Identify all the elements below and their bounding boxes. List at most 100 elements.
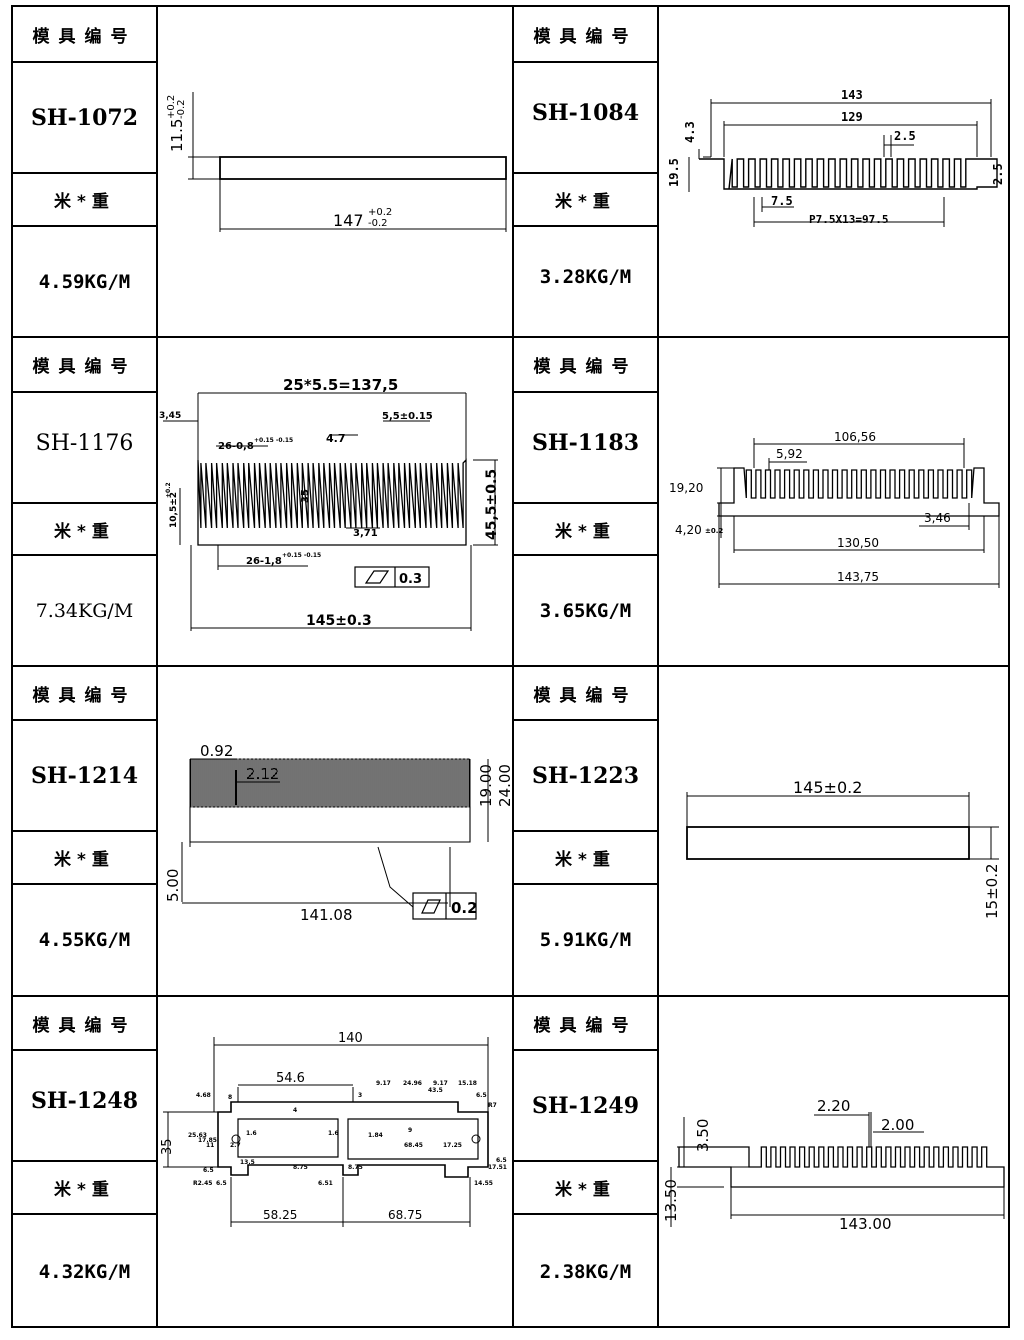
dim-label: 68.45 [404,1142,423,1149]
cell-line [512,225,657,227]
product-code: SH-1214 [30,762,139,789]
dim-label: 45,5±0.5 [484,469,500,540]
mold-number-header: 模具编号 [32,1015,137,1036]
cell-line [512,883,657,885]
dim-label: 4.3 [683,121,697,143]
weight-value: 3.28KG/M [539,266,632,288]
block-separator [11,995,1010,997]
dim-label: 5.00 [164,869,182,902]
dim-label: 145±0.3 [306,613,372,629]
dim-label: 25*5.5=137,5 [283,376,398,394]
dim-label: R7 [488,1102,497,1109]
profile-drawing-sh-1223: 145±0.2 15±0.2 [659,667,1008,995]
cell-line [512,172,657,174]
dim-label: 4,20 [675,523,702,537]
flatness-symbol [354,566,430,588]
dim-label: 2.7 [230,1142,241,1149]
per-meter-weight-header: 米*重 [555,192,616,212]
dim-label: 68.75 [388,1208,422,1222]
profile-outline [678,1146,1005,1188]
cell-line [11,1213,156,1215]
cell-line [11,719,156,721]
cell-line [11,554,156,556]
dim-label: 35 [160,1138,175,1155]
weight-value: 4.59KG/M [38,270,131,293]
mold-number-header: 模具编号 [533,685,638,706]
dim-label: 15±0.2 [983,863,1001,919]
mold-number-header: 模具编号 [32,357,137,377]
dim-label: 5,92 [776,447,803,461]
dim-label: 25.63 [188,1132,207,1139]
dim-label: +0.2 [368,207,392,218]
cell-line [11,830,156,832]
dim-label: 1.84 [368,1132,383,1139]
cell-line [512,61,657,63]
dim-label: 58.25 [263,1208,297,1222]
mold-number-header: 模具编号 [32,26,137,47]
dim-label: 106,56 [834,430,876,444]
cell-line [512,554,657,556]
profile-drawing-sh-1183: 106,56 5,92 19,20 4,20 ±0.2 3,46 130,50 … [659,338,1008,665]
dim-label: 2.20 [817,1097,850,1115]
cell-line [11,502,156,504]
dim-label: 4 [293,1107,297,1114]
profile-outline [699,158,998,190]
weight-value: 7.34KG/M [35,599,134,622]
dim-label: 15.18 [458,1080,477,1087]
dim-label: 6.5 [476,1092,487,1099]
dim-label: 6.51 [318,1180,333,1187]
dim-label: 4.68 [196,1092,211,1099]
mold-number-header: 模具编号 [533,26,638,47]
dim-label: 1.6 [328,1130,339,1137]
profile-outline [197,458,467,546]
dim-label: 143,75 [837,570,879,584]
dim-label: 11 [206,1142,214,1149]
dim-label: 2.12 [246,765,279,783]
dim-label: 35 [300,489,311,503]
profile-outline [217,1101,489,1178]
mold-number-header: 模具编号 [533,357,638,377]
dim-label: 9 [408,1127,412,1134]
dim-label: 145±0.2 [793,778,862,797]
dim-label: 26-0,8 [218,441,254,452]
dim-label: 14.55 [474,1180,493,1187]
dim-label: 17.85 [198,1137,217,1144]
dim-label: 9.17 [376,1080,391,1087]
cell-line [512,1213,657,1215]
profile-drawing-sh-1214: 0.92 2.12 19.00 24.00 5.00 141.08 0.2 [158,667,512,995]
dim-label: 7.5 [771,194,793,208]
per-meter-weight-header: 米*重 [54,521,115,542]
per-meter-weight-header: 米*重 [555,521,616,542]
product-code: SH-1248 [30,1088,139,1114]
cell-line [11,225,156,227]
dim-label: 8.75 [293,1164,308,1171]
dim-label: 140 [338,1031,363,1046]
dim-label: 13.5 [240,1159,255,1166]
profile-drawing-sh-1084: 143 129 2.5 4.3 19.5 2.5 7.5 P7.5X13=97.… [659,7,1008,336]
dim-label: 2.5 [991,163,1005,185]
dim-label: 129 [841,110,863,124]
dim-label: 54.6 [276,1071,305,1086]
product-code: SH-1183 [531,430,640,456]
dim-label: R2.45 [193,1180,212,1187]
profile-drawing-sh-1249: 2.20 2.00 3.50 13.50 143.00 [659,997,1008,1328]
dim-label: 0.92 [200,742,233,760]
cell-line [11,1049,156,1051]
dim-label: 26-1,8 [246,556,282,567]
dim-label: 6.5 [496,1157,507,1164]
mold-number-header: 模具编号 [533,1015,638,1036]
flatness-symbol [412,892,477,920]
dim-label: 19.5 [667,158,681,187]
profile-outline [686,826,970,860]
cell-line [512,391,657,393]
dim-label: 6.5 [216,1180,227,1187]
weight-value: 4.32KG/M [38,1260,131,1283]
cell-line [512,830,657,832]
dim-label: 3,46 [924,511,951,525]
cell-line [512,1160,657,1162]
dim-label: 2.5 [894,129,916,143]
product-code: SH-1223 [531,762,640,789]
profile-outline [189,758,471,843]
profile-outline [219,156,507,180]
per-meter-weight-header: 米*重 [555,1180,616,1200]
